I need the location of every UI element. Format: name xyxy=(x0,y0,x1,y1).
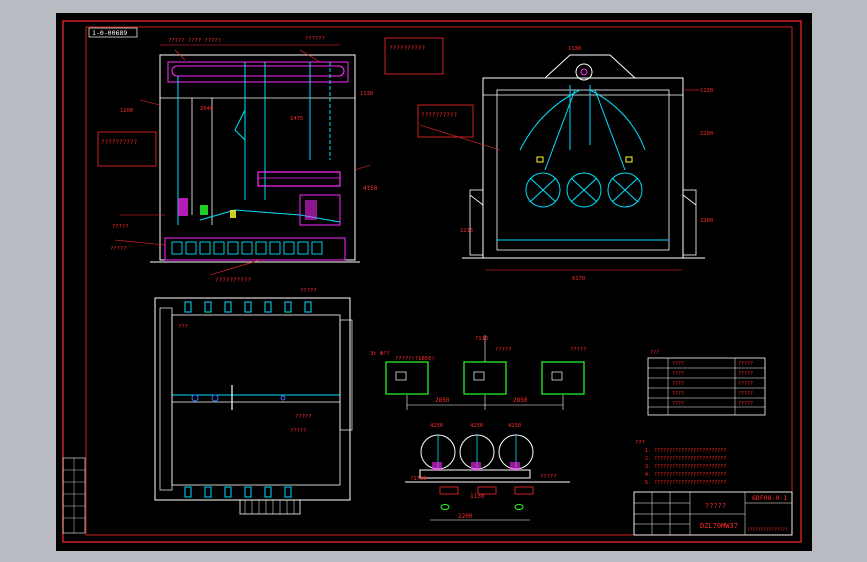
svg-text:2040: 2040 xyxy=(200,106,213,112)
boiler-elevation-view: ????? ???? ????? ?????? 1200 2040 1475 ?… xyxy=(97,36,444,294)
outer-frame xyxy=(62,20,802,543)
revision-strip xyxy=(62,457,86,534)
boiler-side-view: ?????????? 1130 1130 2200 2200 6170 1215 xyxy=(417,46,713,282)
svg-text:1130: 1130 xyxy=(700,88,713,94)
boiler-plan-view: ????? ????? ??? xyxy=(154,297,353,515)
dim-2200: 2200 xyxy=(458,513,473,520)
tag-box xyxy=(88,27,138,38)
svg-text:????: ???? xyxy=(672,381,684,387)
notes-line-4: 4. ???????????????????????? xyxy=(645,472,726,478)
drawing-number: 6DF08-0-1 xyxy=(752,494,787,502)
svg-text:?????: ????? xyxy=(738,391,753,397)
svg-text:????: ???? xyxy=(672,391,684,397)
svg-text:?110: ?110 xyxy=(475,336,488,342)
svg-text:?????: ????? xyxy=(495,347,512,353)
notes-title: ??? xyxy=(635,440,645,446)
callout-bottom: ?????????? xyxy=(215,277,252,284)
fan-elevation: 2200 1130 4250 4250 4250 ????? ?1700 xyxy=(405,423,570,521)
notes-line-5: 5. ???????????????????????? xyxy=(645,480,726,486)
inner-frame xyxy=(85,26,793,536)
svg-text:1475: 1475 xyxy=(290,116,303,122)
model-number: DZL70MW37 xyxy=(700,522,738,530)
svg-text:?????: ????? xyxy=(570,347,587,353)
svg-text:?????: ????? xyxy=(738,371,753,377)
svg-text:?????: ????? xyxy=(738,381,753,387)
svg-text:1130: 1130 xyxy=(568,46,581,52)
svg-text:?????: ????? xyxy=(295,414,312,420)
notes-line-1: 1. ???????????????????????? xyxy=(645,448,726,454)
callout-right: ?????????? xyxy=(421,112,458,119)
svg-text:?????: ????? xyxy=(290,428,307,434)
svg-text:????: ???? xyxy=(672,361,684,367)
foundation-plan: 2850 2850 3t Φ?? ?????(?1850) ????? ????… xyxy=(370,335,587,410)
dim-1130: 1130 xyxy=(470,493,485,500)
svg-text:???: ??? xyxy=(650,350,659,356)
dim-2850-a: 2850 xyxy=(435,397,450,404)
callout-top: ?????????? xyxy=(389,45,426,52)
svg-text:????? ???? ?????: ????? ???? ????? xyxy=(168,38,221,44)
title-block-note: ??????????????? xyxy=(747,527,788,533)
svg-text:?????: ????? xyxy=(540,474,557,480)
svg-text:4250: 4250 xyxy=(430,423,443,429)
drawing-sheet xyxy=(56,13,812,551)
svg-text:?????: ????? xyxy=(110,246,127,252)
svg-text:2200: 2200 xyxy=(700,131,713,137)
svg-text:?????(?1850): ?????(?1850) xyxy=(395,356,435,362)
title-block: ????? 6DF08-0-1 DZL70MW37 ??????????????… xyxy=(633,491,793,536)
dim-2850-b: 2850 xyxy=(513,397,528,404)
svg-text:1200: 1200 xyxy=(120,108,133,114)
svg-text:1215: 1215 xyxy=(460,228,473,234)
svg-text:?1700: ?1700 xyxy=(410,476,427,482)
steam-drum xyxy=(171,65,345,77)
svg-text:6170: 6170 xyxy=(572,276,585,282)
notes-line-2: 2. ???????????????????????? xyxy=(645,456,726,462)
svg-text:4250: 4250 xyxy=(508,423,521,429)
parameter-table: ??? ????????? ????????? ????????? ??????… xyxy=(647,350,766,416)
svg-text:?????: ????? xyxy=(300,288,317,294)
svg-text:1130: 1130 xyxy=(360,91,373,97)
svg-text:2200: 2200 xyxy=(700,218,713,224)
svg-text:??????: ?????? xyxy=(305,36,325,42)
svg-text:?????: ????? xyxy=(738,361,753,367)
svg-text:?????: ????? xyxy=(112,224,129,230)
title-block-name: ????? xyxy=(705,502,726,510)
svg-text:????: ???? xyxy=(672,401,684,407)
technical-notes: ??? 1. ???????????????????????? 2. ?????… xyxy=(635,440,726,486)
svg-text:???: ??? xyxy=(178,324,188,330)
svg-text:4250: 4250 xyxy=(470,423,483,429)
svg-text:?????: ????? xyxy=(738,401,753,407)
svg-text:????: ???? xyxy=(672,371,684,377)
drawing-tag: 1-0-00689 xyxy=(92,29,127,37)
notes-line-3: 3. ???????????????????????? xyxy=(645,464,726,470)
svg-text:3t Φ??: 3t Φ?? xyxy=(370,351,390,357)
callout-left: ?????????? xyxy=(101,139,138,146)
weight-label: 4t50 xyxy=(363,185,378,192)
